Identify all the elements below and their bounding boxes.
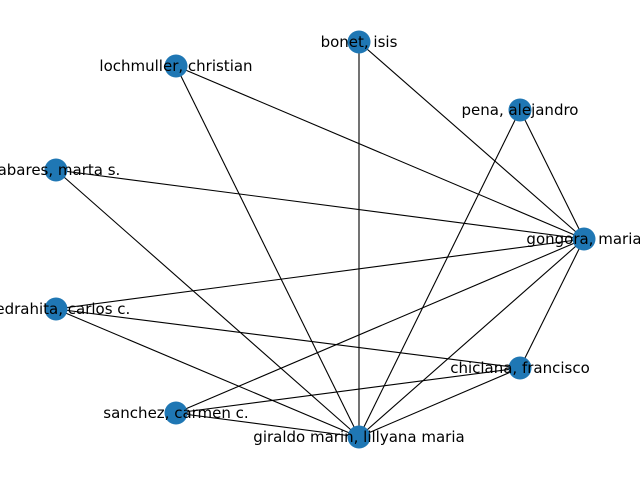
node-label-pena: pena, alejandro [462, 101, 579, 119]
node-sanchez [164, 401, 188, 425]
node-label-piedrahita: piedrahita, carlos c. [0, 300, 130, 318]
node-piedrahita [44, 297, 68, 321]
edge-gongora-giraldo [358, 238, 585, 438]
edge-lochmuller-giraldo [175, 65, 360, 438]
node-tabares [44, 158, 68, 182]
edge-sanchez-giraldo [175, 412, 360, 438]
node-label-gongora: gongora, maria [526, 230, 640, 248]
edge-pena-gongora [519, 109, 585, 240]
node-bonet [347, 30, 371, 54]
edge-chiclana-sanchez [175, 367, 521, 414]
edge-bonet-gongora [358, 41, 585, 240]
edge-gongora-sanchez [175, 238, 585, 414]
node-label-giraldo: giraldo marin, lillyana maria [253, 428, 464, 446]
node-lochmuller [164, 54, 188, 78]
edge-piedrahita-chiclana [55, 308, 521, 369]
edge-gongora-piedrahita [55, 238, 585, 310]
node-chiclana [508, 356, 532, 380]
node-label-bonet: bonet, isis [321, 33, 398, 51]
edge-tabares-gongora [55, 169, 585, 240]
edges-layer [55, 41, 585, 438]
node-label-sanchez: sanchez, carmen c. [103, 404, 248, 422]
labels-layer: bonet, isis lochmuller, christian pena, al… [0, 33, 640, 446]
node-label-chiclana: chiclana, francisco [450, 359, 590, 377]
nodes-layer [44, 30, 596, 449]
node-gongora [572, 227, 596, 251]
edge-piedrahita-giraldo [55, 308, 360, 438]
edge-chiclana-giraldo [358, 367, 521, 438]
edge-lochmuller-gongora [175, 65, 585, 240]
node-label-tabares: tabares, marta s. [0, 161, 120, 179]
node-pena [508, 98, 532, 122]
node-label-lochmuller: lochmuller, christian [99, 57, 252, 75]
edge-tabares-giraldo [55, 169, 360, 438]
node-giraldo [347, 425, 371, 449]
edge-pena-giraldo [358, 109, 521, 438]
edge-gongora-chiclana [519, 238, 585, 369]
